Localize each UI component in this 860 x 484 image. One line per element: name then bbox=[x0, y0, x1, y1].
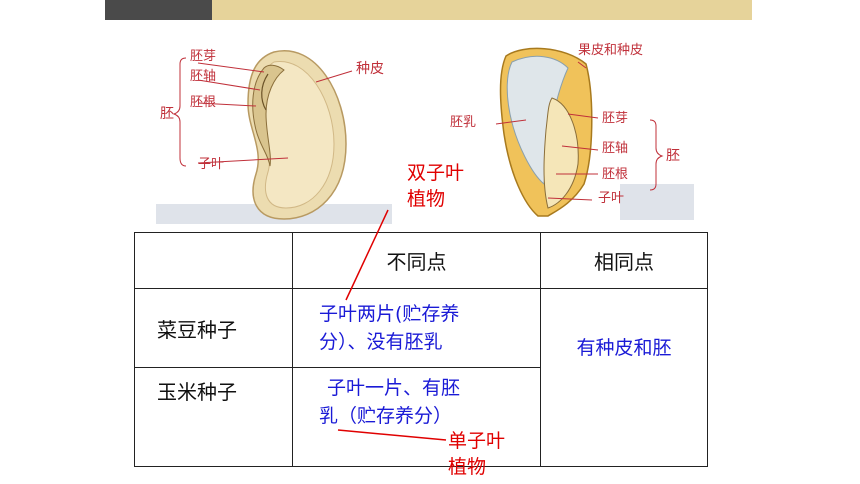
corn-label-pericarp-seed-coat: 果皮和种皮 bbox=[578, 43, 644, 58]
corn-label-embryo-root: 胚根 bbox=[602, 167, 629, 182]
corn-seed-diagram: 果皮和种皮 胚乳 胚芽 胚轴 胚根 胚 子叶 bbox=[444, 34, 694, 220]
bean-seed-illustration bbox=[156, 34, 392, 224]
corn-label-embryo: 胚 bbox=[666, 148, 680, 164]
bean-label-seed-coat: 种皮 bbox=[356, 61, 384, 77]
bean-difference-line1: 子叶两片(贮存养 bbox=[319, 303, 460, 325]
bean-label-embryo-bud: 胚芽 bbox=[190, 49, 217, 64]
bean-label-embryo: 胚 bbox=[160, 106, 174, 122]
corn-difference-line2: 乳（贮存养分） bbox=[319, 405, 453, 427]
bean-label-embryo-root: 胚根 bbox=[190, 95, 217, 110]
common-cell: 有种皮和胚 bbox=[540, 288, 708, 467]
header-bar-dark bbox=[105, 0, 212, 20]
bean-difference-line2: 分）、没有胚乳 bbox=[319, 331, 443, 353]
row-label-corn: 玉米种子 bbox=[134, 367, 293, 467]
dicot-annotation: 双子叶 植物 bbox=[407, 160, 464, 212]
monocot-annotation: 单子叶 植物 bbox=[448, 428, 505, 480]
corn-label-endosperm: 胚乳 bbox=[450, 115, 477, 130]
monocot-annotation-line1: 单子叶 bbox=[448, 430, 506, 452]
corn-seed-illustration bbox=[444, 34, 694, 220]
table-header-row: 不同点 相同点 bbox=[134, 232, 708, 289]
monocot-annotation-line2: 植物 bbox=[448, 456, 487, 478]
corn-label-embryo-bud: 胚芽 bbox=[602, 111, 629, 126]
corn-difference-cell: 子叶一片、有胚 乳（贮存养分） bbox=[292, 367, 541, 467]
header-cell-empty bbox=[134, 232, 293, 289]
corn-label-embryo-axis: 胚轴 bbox=[602, 141, 629, 156]
bean-seed-diagram: 胚芽 胚轴 胚根 胚 子叶 种皮 bbox=[156, 34, 392, 224]
header-bar-gold bbox=[212, 0, 752, 20]
dicot-annotation-line2: 植物 bbox=[407, 188, 446, 210]
header-cell-similarities: 相同点 bbox=[540, 232, 708, 289]
corn-difference-line1: 子叶一片、有胚 bbox=[327, 377, 461, 399]
dicot-annotation-line1: 双子叶 bbox=[407, 162, 465, 184]
comparison-table: 不同点 相同点 菜豆种子 子叶两片(贮存养 分）、没有胚乳 有种皮和胚 玉米种子… bbox=[134, 232, 708, 467]
corn-label-cotyledon: 子叶 bbox=[598, 191, 625, 206]
bean-label-embryo-axis: 胚轴 bbox=[190, 69, 217, 84]
bean-label-cotyledon: 子叶 bbox=[198, 157, 225, 172]
header-cell-differences: 不同点 bbox=[292, 232, 541, 289]
table-row-corn: 玉米种子 子叶一片、有胚 乳（贮存养分） bbox=[134, 367, 708, 467]
bean-difference-cell: 子叶两片(贮存养 分）、没有胚乳 bbox=[292, 288, 541, 368]
table-row-bean: 菜豆种子 子叶两片(贮存养 分）、没有胚乳 有种皮和胚 bbox=[134, 288, 708, 467]
row-label-bean: 菜豆种子 bbox=[134, 288, 293, 368]
